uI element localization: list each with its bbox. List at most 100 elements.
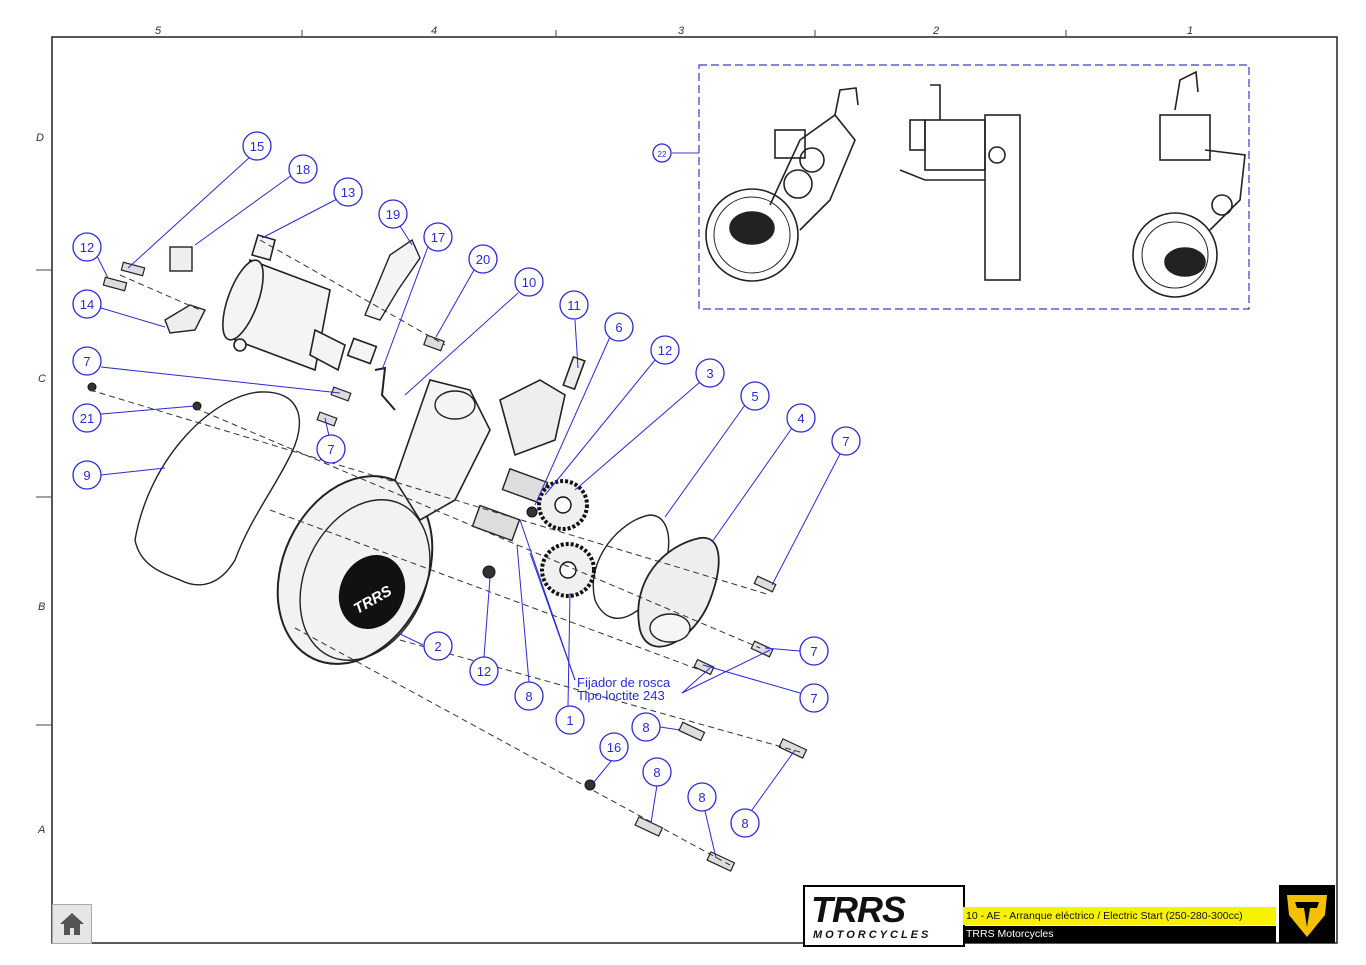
gasket-5: [592, 514, 670, 619]
svg-text:4: 4: [797, 411, 804, 426]
balloon-9[interactable]: 9: [72, 460, 102, 490]
left-grid-ticks: [36, 269, 52, 726]
threadlock-note-line2: Tipo loctite 243: [577, 688, 665, 703]
svg-text:3: 3: [706, 366, 713, 381]
sheet-border: [51, 36, 1338, 944]
grid-row-a: A: [37, 824, 45, 836]
balloon-20[interactable]: 20: [468, 244, 498, 274]
balloon-18[interactable]: 18: [288, 154, 318, 184]
svg-text:11: 11: [567, 298, 581, 313]
balloon-14[interactable]: 14: [72, 289, 102, 319]
logo-sub-text: MOTORCYCLES: [813, 929, 932, 941]
balloon-7-cover-upper[interactable]: 7: [799, 636, 829, 666]
balloon-7-right[interactable]: 7: [831, 426, 861, 456]
balloon-3[interactable]: 3: [695, 358, 725, 388]
svg-text:12: 12: [658, 343, 672, 358]
gear-1: [540, 542, 596, 598]
balloon-2[interactable]: 2: [423, 631, 453, 661]
balloon-22[interactable]: 22: [652, 143, 672, 163]
balloon-12-mid[interactable]: 12: [650, 335, 680, 365]
svg-text:8: 8: [653, 765, 660, 780]
gasket-9: [134, 391, 301, 586]
bracket-14: [164, 304, 206, 334]
balloon-8-gear[interactable]: 8: [514, 681, 544, 711]
svg-text:16: 16: [607, 740, 621, 755]
svg-text:7: 7: [810, 691, 817, 706]
small-bolts: [102, 261, 445, 352]
grid-col-5: 5: [155, 25, 162, 37]
svg-text:15: 15: [250, 139, 264, 154]
balloon-1[interactable]: 1: [555, 705, 585, 735]
balloon-13[interactable]: 13: [333, 177, 363, 207]
bracket-19: [364, 238, 421, 321]
grid-row-b: B: [38, 601, 45, 613]
balloon-7-inner[interactable]: 7: [316, 434, 346, 464]
balloon-16[interactable]: 16: [599, 732, 629, 762]
svg-text:14: 14: [80, 297, 94, 312]
balloon-7-cover-lower[interactable]: 7: [799, 683, 829, 713]
balloon-10[interactable]: 10: [514, 267, 544, 297]
svg-text:7: 7: [810, 644, 817, 659]
svg-text:8: 8: [525, 689, 532, 704]
svg-text:21: 21: [80, 411, 94, 426]
balloon-21[interactable]: 21: [72, 403, 102, 433]
svg-text:13: 13: [341, 185, 355, 200]
balloon-15[interactable]: 15: [242, 131, 272, 161]
starter-motor-13: [222, 234, 378, 372]
svg-text:19: 19: [386, 207, 400, 222]
svg-text:6: 6: [615, 320, 622, 335]
home-button[interactable]: [52, 904, 92, 944]
svg-text:17: 17: [431, 230, 445, 245]
title-block: TRRS MOTORCYCLES 10 - AE - Arranque eléc…: [803, 885, 1337, 947]
balloon-11[interactable]: 11: [559, 290, 589, 320]
grid-col-3: 3: [678, 25, 685, 37]
balloon-4[interactable]: 4: [786, 403, 816, 433]
home-icon: [60, 913, 84, 935]
trrs-shield-icon: [1279, 885, 1335, 943]
svg-text:7: 7: [327, 442, 334, 457]
svg-text:5: 5: [751, 389, 758, 404]
balloon-17[interactable]: 17: [423, 222, 453, 252]
trrs-logo: TRRS MOTORCYCLES: [803, 885, 965, 947]
gear-cover-4: [637, 537, 720, 648]
stator-cover-2: TRRS: [276, 379, 491, 665]
svg-text:7: 7: [83, 354, 90, 369]
balloon-8-c[interactable]: 8: [730, 808, 760, 838]
svg-text:2: 2: [434, 639, 441, 654]
balloon-leaders: [95, 156, 841, 859]
balloon-8-a[interactable]: 8: [642, 757, 672, 787]
svg-text:12: 12: [80, 240, 94, 255]
balloon-7-left[interactable]: 7: [72, 346, 102, 376]
detail-view-frame: [698, 64, 1250, 310]
drawing-title: 10 - AE - Arranque eléctrico / Electric …: [963, 907, 1276, 925]
grid-col-4: 4: [431, 25, 437, 37]
grid-col-1: 1: [1187, 25, 1193, 37]
svg-text:18: 18: [296, 162, 310, 177]
svg-text:7: 7: [842, 434, 849, 449]
gear-3: [537, 479, 589, 531]
balloon-12-top[interactable]: 12: [72, 232, 102, 262]
svg-text:8: 8: [698, 790, 705, 805]
svg-text:1: 1: [566, 713, 573, 728]
balloon-8-b[interactable]: 8: [687, 782, 717, 812]
lever-17: [374, 366, 396, 411]
svg-text:8: 8: [642, 720, 649, 735]
svg-text:8: 8: [741, 816, 748, 831]
shafts: [471, 467, 549, 542]
company-name: TRRS Motorcycles: [963, 926, 1276, 943]
terminal-18: [169, 246, 193, 272]
solenoid-11: [499, 355, 586, 457]
balloon-5[interactable]: 5: [740, 381, 770, 411]
top-grid-ticks: [301, 30, 1067, 37]
balloon-6[interactable]: 6: [604, 312, 634, 342]
assembly-axes: [89, 239, 801, 866]
detail-front-view: [705, 87, 859, 282]
balloon-12-low[interactable]: 12: [469, 656, 499, 686]
grid-row-c: C: [38, 373, 46, 385]
grid-col-2: 2: [932, 25, 939, 37]
balloon-19[interactable]: 19: [378, 199, 408, 229]
logo-main-text: TRRS: [811, 889, 906, 930]
svg-text:10: 10: [522, 275, 536, 290]
balloon-8-short[interactable]: 8: [631, 712, 661, 742]
